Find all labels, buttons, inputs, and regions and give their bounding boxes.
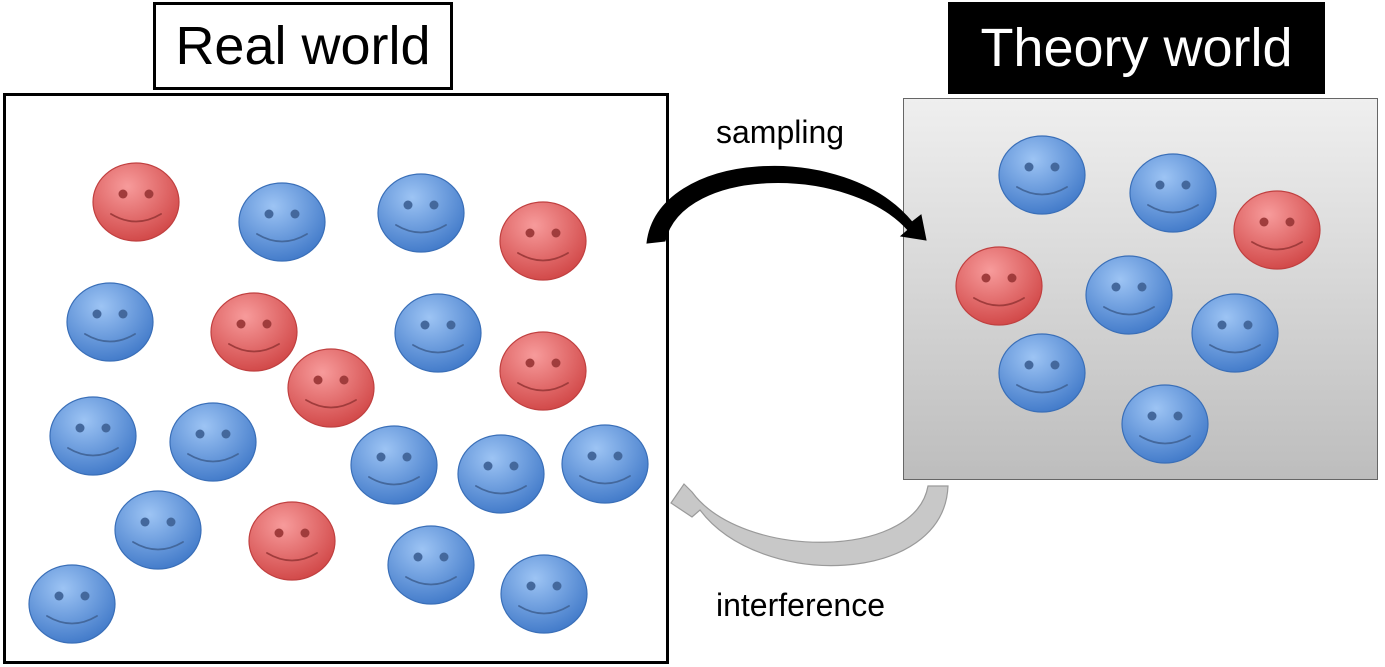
theory-world-title: Theory world [948,2,1325,94]
sampling-arrow-icon [646,165,927,244]
real-world-title: Real world [153,2,453,90]
interference-label: interference [716,587,885,623]
sampling-label: sampling [716,114,845,150]
interference-arrow-icon [670,483,949,567]
theory-world-box [903,98,1378,480]
real-world-box [3,93,669,664]
